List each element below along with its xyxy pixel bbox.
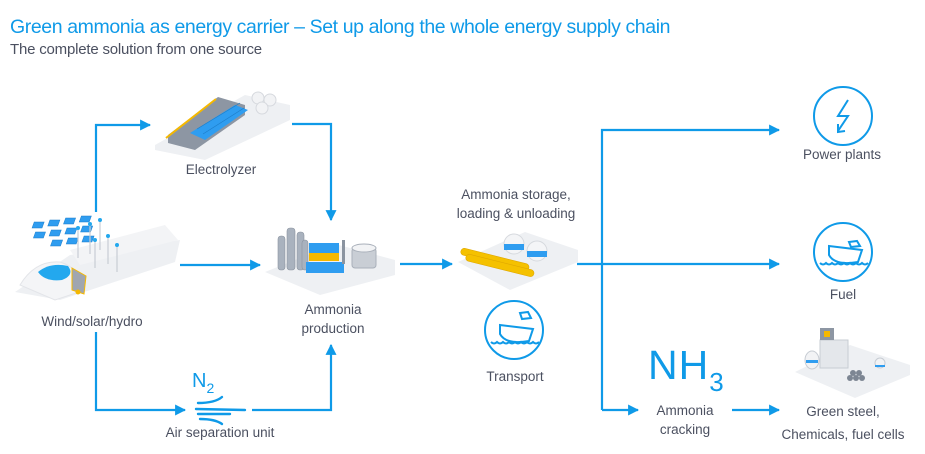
fuel-label: Fuel [829,287,857,302]
nitrogen-formula: N2 [192,371,214,398]
storage-tanks-illustration [458,232,578,290]
renewables-label: Wind/solar/hydro [41,314,143,329]
arrow-storage-to-power-plants [600,124,781,410]
lightning-icon [813,86,873,146]
electrolyzer-illustration [155,91,290,160]
fuel-ship-icon [813,222,873,282]
ammonia-production-label-line2: production [301,321,365,336]
power-plants-label: Power plants [802,147,882,162]
storage-label: Ammonia storage, loading & unloading [457,185,576,223]
renewables-illustration [15,215,180,301]
arrow-renewables-to-air-separation [94,332,187,416]
ammonia-production-label-line1: Ammonia [304,302,362,317]
storage-label-line2: loading & unloading [456,206,576,221]
nitrogen-symbol: N [192,370,207,392]
ammonia-plant-illustration [265,227,395,295]
ammonia-production-label: Ammonia production [301,300,364,338]
page-subtitle: The complete solution from one source [10,41,262,58]
cracking-label-line1: Ammonia [656,403,714,418]
page-title: Green ammonia as energy carrier – Set up… [10,16,671,38]
electrolyzer-label: Electrolyzer [185,162,257,177]
industry-label: Green steel, Chemicals, fuel cells [781,402,904,444]
industry-label-line1: Green steel, [806,404,880,419]
industry-label-line2: Chemicals, fuel cells [781,427,905,442]
transport-ship-icon [484,300,544,360]
air-separation-label: Air separation unit [165,425,275,440]
ammonia-formula: NH3 [648,345,725,403]
flow-arrows [94,119,781,416]
ammonia-subscript: 3 [709,367,725,397]
arrow-electrolyzer-to-ammonia-production [292,122,337,222]
storage-label-line1: Ammonia storage, [461,187,571,202]
transport-label: Transport [486,369,544,384]
ammonia-symbol: NH [648,342,710,388]
arrow-renewables-to-electrolyzer [94,119,152,212]
industry-illustration [795,328,910,398]
cracking-label: Ammonia cracking [656,401,713,439]
air-flow-icon [194,395,247,426]
cracking-label-line2: cracking [659,422,711,437]
nitrogen-subscript: 2 [206,380,215,396]
arrow-air-separation-to-ammonia-production [252,343,337,412]
